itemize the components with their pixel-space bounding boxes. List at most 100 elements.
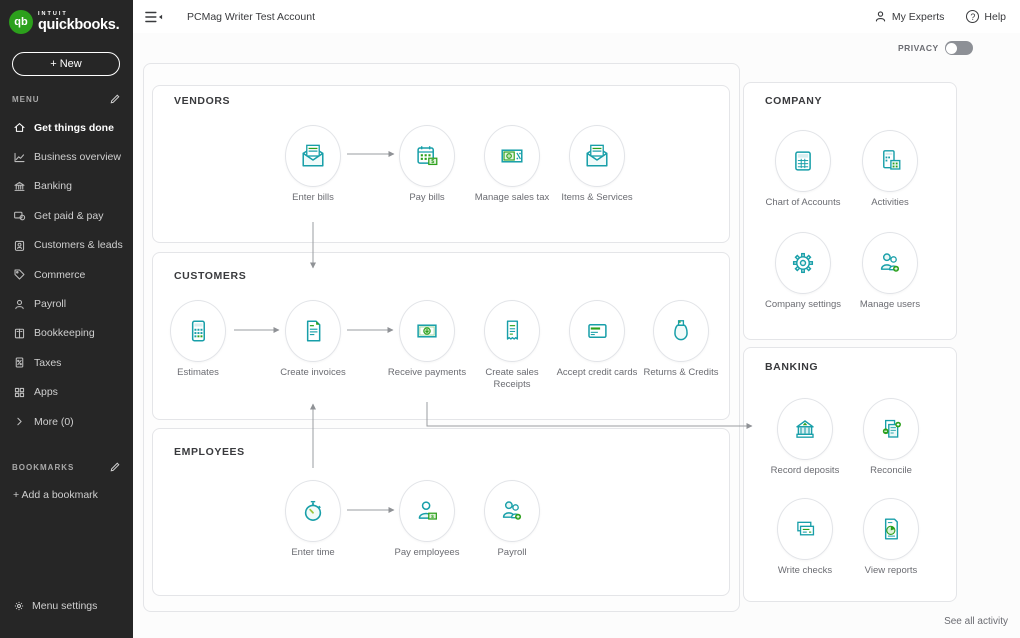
node-label: View reports: [864, 565, 918, 576]
flow-node-activities[interactable]: Activities: [845, 130, 935, 209]
customers-title: CUSTOMERS: [174, 270, 247, 282]
node-label: Activities: [871, 197, 909, 208]
svg-text:$: $: [431, 514, 434, 520]
privacy-label: PRIVACY: [898, 43, 939, 53]
flow-node-write-checks[interactable]: Write checks: [760, 498, 850, 577]
gear-icon: [14, 601, 24, 611]
person-money-icon: $: [418, 501, 437, 520]
sidebar-item-banking[interactable]: Banking: [0, 172, 133, 201]
my-experts-button[interactable]: My Experts: [874, 10, 945, 23]
flow-node-create-sales-receipts[interactable]: Create sales Receipts: [467, 300, 557, 392]
calculator-icon: [191, 320, 205, 342]
banking-card: [743, 347, 957, 602]
collapse-sidebar-icon[interactable]: [145, 10, 163, 24]
envelope-bill-icon: [586, 144, 608, 167]
node-label: Reconcile: [870, 465, 912, 476]
home-icon: [14, 123, 25, 133]
grid-ledger-icon: [795, 151, 811, 171]
node-label: Pay bills: [409, 192, 445, 203]
people-plus-icon: [502, 501, 522, 520]
reconcile-icon: [882, 419, 901, 438]
calendar-money-icon: $: [417, 146, 438, 165]
flow-node-manage-users[interactable]: Manage users: [845, 232, 935, 311]
toggle-knob: [946, 42, 958, 54]
taxes-icon: [15, 357, 24, 368]
cash-tax-icon: [501, 149, 523, 163]
node-label: Pay employees: [394, 547, 460, 558]
employees-title: EMPLOYEES: [174, 446, 245, 458]
sidebar-item-commerce[interactable]: Commerce: [0, 260, 133, 289]
sidebar-item-more[interactable]: More (0): [0, 407, 133, 436]
sidebar-item-customers-leads[interactable]: Customers & leads: [0, 231, 133, 260]
my-experts-label: My Experts: [891, 10, 945, 23]
sidebar-item-label: Payroll: [34, 298, 67, 311]
node-label: Create sales Receipts: [485, 367, 539, 391]
edit-bookmarks-pencil-icon[interactable]: [109, 461, 121, 473]
account-name: PCMag Writer Test Account: [187, 10, 315, 23]
flow-node-accept-credit-cards[interactable]: Accept credit cards: [552, 300, 642, 379]
bank-icon: [14, 181, 25, 191]
menu-settings-button[interactable]: Menu settings: [13, 600, 97, 612]
flow-node-chart-of-accounts[interactable]: Chart of Accounts: [758, 130, 848, 209]
flow-node-returns-credits[interactable]: Returns & Credits: [636, 300, 726, 379]
privacy-toggle[interactable]: [944, 41, 973, 55]
sidebar-item-get-things-done[interactable]: Get things done: [0, 113, 133, 142]
flow-node-enter-bills[interactable]: Enter bills: [268, 125, 358, 204]
company-card: [743, 82, 957, 340]
flow-node-enter-time[interactable]: Enter time: [268, 480, 358, 559]
quickbooks-logo[interactable]: qb INTUIT quickbooks.: [0, 0, 133, 34]
invoice-doc-icon: [306, 320, 321, 342]
sidebar-item-apps[interactable]: Apps: [0, 378, 133, 407]
node-label: Enter time: [291, 547, 335, 558]
node-label: Chart of Accounts: [765, 197, 841, 208]
help-label: Help: [984, 10, 1006, 23]
stopwatch-icon: [304, 500, 322, 521]
flow-node-reconcile[interactable]: Reconcile: [846, 398, 936, 477]
flow-node-manage-sales-tax[interactable]: Manage sales tax: [467, 125, 557, 204]
phone-calc-icon: [883, 150, 901, 170]
book-icon: [14, 328, 25, 339]
commerce-tag-icon: [14, 269, 25, 280]
sidebar-item-get-paid-pay[interactable]: Get paid & pay: [0, 201, 133, 230]
menu-settings-label: Menu settings: [32, 600, 98, 612]
node-label: Company settings: [764, 299, 842, 310]
flow-node-company-settings[interactable]: Company settings: [758, 232, 848, 311]
new-button[interactable]: + New: [12, 52, 120, 76]
payments-icon: [14, 212, 26, 221]
sidebar: qb INTUIT quickbooks. + New MENU Get thi…: [0, 0, 133, 638]
credit-card-icon: [588, 324, 607, 338]
sidebar-item-payroll[interactable]: Payroll: [0, 289, 133, 318]
sidebar-item-label: Banking: [34, 180, 72, 193]
sidebar-item-taxes[interactable]: Taxes: [0, 348, 133, 377]
apps-grid-icon: [14, 387, 25, 397]
flow-node-view-reports[interactable]: View reports: [846, 498, 936, 577]
sidebar-item-bookkeeping[interactable]: Bookkeeping: [0, 319, 133, 348]
sidebar-item-business-overview[interactable]: Business overview: [0, 142, 133, 171]
node-label: Record deposits: [770, 465, 840, 476]
flow-node-create-invoices[interactable]: Create invoices: [268, 300, 358, 379]
flow-node-pay-bills[interactable]: $ Pay bills: [382, 125, 472, 204]
help-button[interactable]: ? Help: [966, 10, 1006, 23]
bank-deposit-icon: [796, 420, 814, 438]
flow-node-record-deposits[interactable]: Record deposits: [760, 398, 850, 477]
bookmarks-section-label: BOOKMARKS: [12, 462, 75, 472]
flow-node-payroll[interactable]: Payroll: [467, 480, 557, 559]
flow-node-pay-employees[interactable]: $ Pay employees: [382, 480, 472, 559]
sidebar-item-label: Customers & leads: [34, 239, 123, 252]
sidebar-item-label: Get things done: [34, 121, 114, 134]
edit-menu-pencil-icon[interactable]: [109, 93, 121, 105]
sidebar-item-label: Commerce: [34, 268, 86, 281]
sidebar-item-label: Get paid & pay: [34, 209, 104, 222]
flow-node-estimates[interactable]: Estimates: [153, 300, 243, 379]
receipt-icon: [506, 320, 519, 340]
flow-node-receive-payments[interactable]: Receive payments: [382, 300, 472, 379]
flow-node-items-services[interactable]: Items & Services: [552, 125, 642, 204]
person-icon: [15, 299, 24, 309]
node-label: Manage sales tax: [474, 192, 550, 203]
node-label: Receive payments: [387, 367, 467, 378]
banking-title: BANKING: [765, 361, 819, 373]
qb-logo-icon: qb: [9, 10, 33, 34]
add-bookmark-button[interactable]: + Add a bookmark: [13, 489, 98, 501]
see-all-activity-link[interactable]: See all activity: [944, 616, 1008, 627]
menu-section-label: MENU: [12, 94, 40, 104]
